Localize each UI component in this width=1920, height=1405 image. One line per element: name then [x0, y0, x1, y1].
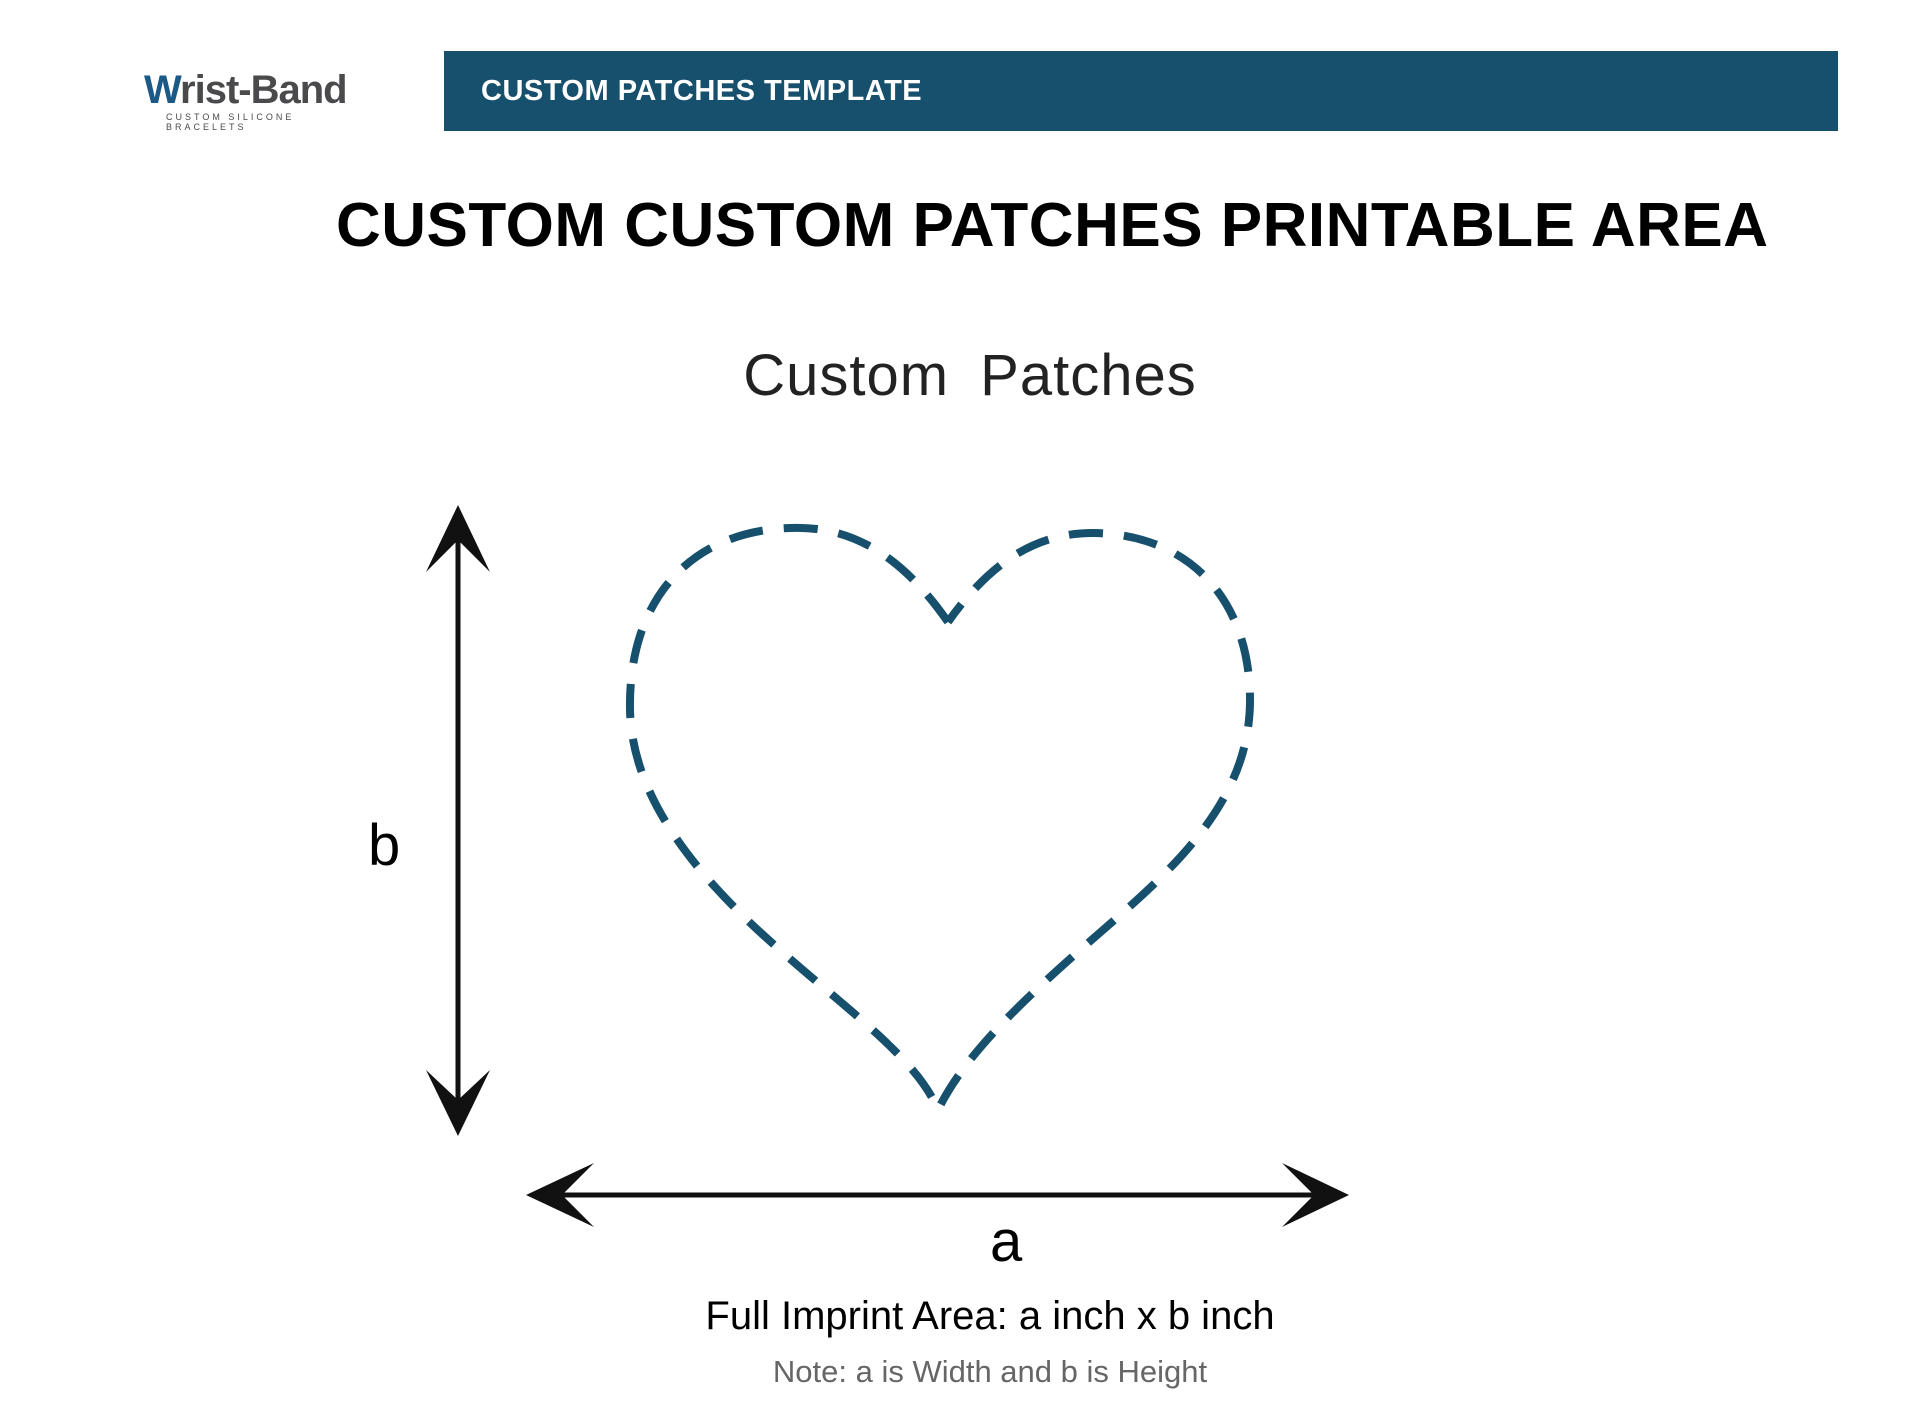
note-text: Note: a is Width and b is Height: [772, 1354, 1208, 1389]
width-label: a: [990, 1209, 1023, 1274]
product-name: Custom Patches: [743, 343, 1197, 408]
width-arrow: [526, 1163, 1349, 1227]
imprint-area-text: Full Imprint Area: a inch x b inch: [705, 1294, 1275, 1338]
header-bar: CUSTOM PATCHES TEMPLATE: [444, 51, 1838, 131]
logo-wordmark: Wrist-Band: [144, 68, 348, 112]
height-arrow: [426, 505, 490, 1136]
page-title: CUSTOM CUSTOM PATCHES PRINTABLE AREA: [336, 191, 1769, 260]
heart-outline: [625, 523, 1255, 1120]
logo: Wrist-Band CUSTOM SILICONE BRACELETS: [144, 68, 364, 132]
logo-tagline: CUSTOM SILICONE BRACELETS: [166, 112, 295, 132]
header-title: CUSTOM PATCHES TEMPLATE: [481, 75, 923, 107]
height-label: b: [368, 813, 401, 878]
